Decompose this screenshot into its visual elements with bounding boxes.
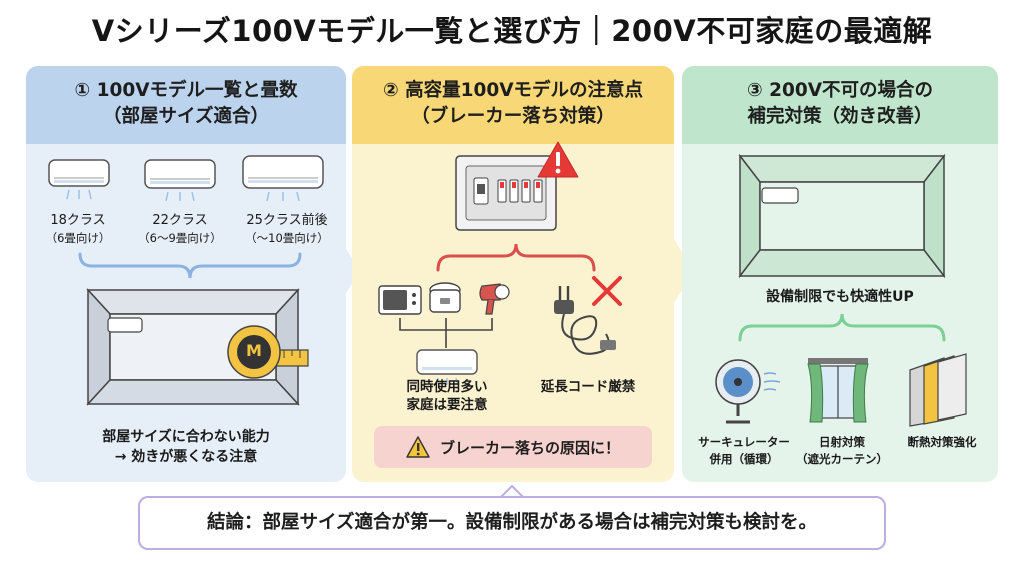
appliance-connector — [399, 318, 493, 348]
warning-triangle-icon — [537, 141, 579, 178]
insulation-icon — [909, 353, 967, 427]
rice-cooker-icon — [429, 282, 461, 313]
hair-dryer-icon — [479, 283, 510, 315]
extension-cord-icon — [554, 286, 616, 355]
panel-supplement-header: ③ 200V不可の場合の 補完対策（効き改善） — [682, 66, 998, 144]
model-25-name: 25クラス前後 — [246, 213, 328, 228]
supplement-item-circulator-line2: 併用（循環） — [709, 452, 779, 466]
panel-model-list-header: ① 100Vモデル一覧と畳数 （部屋サイズ適合） — [26, 66, 346, 144]
ac-unit-22-icon — [144, 159, 216, 202]
supplement-subtitle: 設備制限でも快適性UP — [766, 289, 914, 305]
ac-unit-25-icon — [242, 155, 324, 202]
room-icon — [738, 153, 946, 279]
model-18-name: 18クラス — [50, 213, 106, 228]
supplement-item-curtain-line2: （遮光カーテン） — [796, 452, 888, 466]
model-25-rooms: （〜10畳向け） — [245, 231, 329, 245]
simultaneous-use-line2: 家庭は要注意 — [406, 397, 488, 413]
model-22-rooms: （6〜9畳向け） — [138, 231, 222, 245]
breaker-box-icon — [455, 155, 557, 231]
circulator-fan-icon — [715, 359, 781, 424]
extension-cord-label: 延長コード厳禁 — [540, 379, 636, 395]
tape-measure-icon — [227, 325, 309, 379]
conclusion-box: 結論：部屋サイズ適合が第一。設備制限がある場合は補完対策も検討を。 — [138, 496, 886, 550]
supplement-item-curtain-line1: 日射対策 — [819, 435, 865, 449]
supplement-item-circulator-line1: サーキュレーター — [698, 435, 790, 449]
ac-unit-18-icon — [48, 159, 110, 200]
panel-breaker-header: ② 高容量100Vモデルの注意点 （ブレーカー落ち対策） — [352, 66, 674, 144]
bracket-green — [738, 313, 946, 342]
arrow-right-icon — [338, 236, 360, 306]
microwave-icon — [378, 285, 422, 315]
page-title: Vシリーズ100Vモデル一覧と選び方｜200V不可家庭の最適解 — [91, 14, 933, 48]
bracket-red — [436, 243, 596, 272]
panel-supplement: ③ 200V不可の場合の 補完対策（効き改善） 設備制限でも快適性UP サーキュ… — [682, 66, 998, 482]
supplement-item-insulation-line1: 断熱対策強化 — [907, 435, 977, 449]
bracket-blue — [78, 252, 302, 279]
panel-breaker: ② 高容量100Vモデルの注意点 （ブレーカー落ち対策） — [352, 66, 674, 482]
panel-model-list-note-line2: → 効きが悪くなる注意 — [114, 449, 258, 465]
panel-model-list: ① 100Vモデル一覧と畳数 （部屋サイズ適合） 18クラス （6畳向け） 22… — [26, 66, 346, 482]
prohibited-x-icon — [592, 276, 622, 306]
panel-model-list-heading-line2: （部屋サイズ適合） — [103, 106, 269, 127]
tape-measure-mark: M — [246, 341, 262, 360]
warning-icon — [406, 436, 430, 458]
panel-breaker-heading-line2: （ブレーカー落ち対策） — [411, 106, 615, 127]
model-22-name: 22クラス — [152, 213, 208, 228]
panel-model-list-heading-line1: ① 100Vモデル一覧と畳数 — [74, 80, 298, 101]
breaker-warning-text: ブレーカー落ちの原因に！ — [439, 438, 620, 457]
ac-unit-icon — [416, 349, 478, 386]
room-icon — [86, 288, 300, 406]
panel-supplement-heading-line2: 補完対策（効き改善） — [747, 106, 933, 127]
curtain-window-icon — [807, 358, 869, 423]
simultaneous-use-line1: 同時使用多い — [406, 379, 488, 395]
panel-supplement-heading-line1: ③ 200V不可の場合の — [746, 80, 934, 101]
panel-breaker-heading-line1: ② 高容量100Vモデルの注意点 — [382, 80, 644, 101]
breaker-warning-box: ブレーカー落ちの原因に！ — [374, 426, 652, 468]
panel-model-list-note-line1: 部屋サイズに合わない能力 — [102, 429, 270, 445]
model-18-rooms: （6畳向け） — [45, 231, 111, 245]
